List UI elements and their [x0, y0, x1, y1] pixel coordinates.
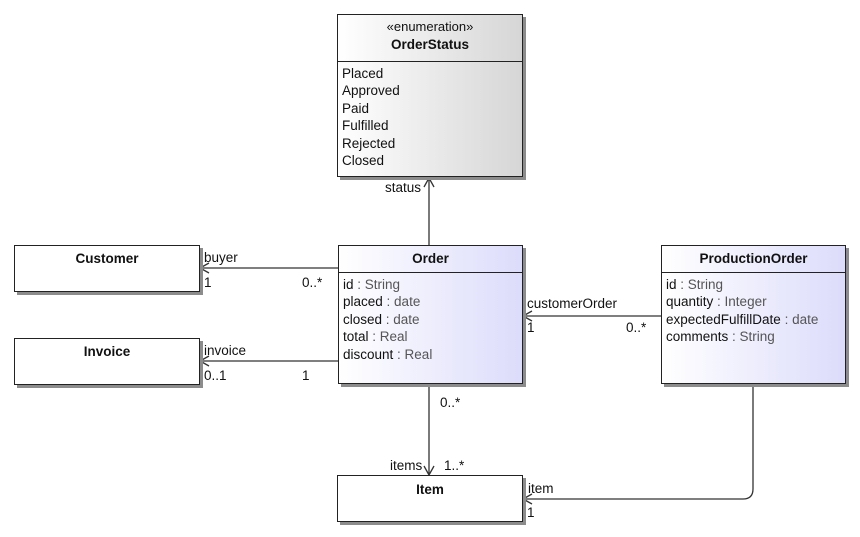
attribute-type: : String: [728, 329, 775, 345]
production-order-class-box[interactable]: ProductionOrder id : String quantity : I…: [661, 245, 846, 384]
item-name: Item: [416, 482, 444, 497]
attribute-name: discount: [343, 346, 394, 362]
order-attribute: discount : Real: [343, 346, 518, 363]
order-attribute: closed : date: [343, 311, 518, 328]
items-role-label: items: [390, 458, 423, 473]
attribute-type: : date: [382, 294, 421, 310]
invoice-source-multiplicity: 1: [302, 368, 310, 383]
attribute-name: id: [666, 277, 677, 292]
orderstatus-header: «enumeration» OrderStatus: [338, 15, 522, 61]
attribute-type: : Real: [393, 346, 433, 362]
item-association-line: [523, 384, 754, 500]
customer-class-box[interactable]: Customer: [14, 245, 200, 292]
attribute-name: comments: [666, 329, 729, 345]
production-order-attributes: id : String quantity : Integer expectedF…: [662, 272, 845, 349]
buyer-role-label: buyer: [204, 250, 238, 265]
attribute-name: total: [343, 329, 369, 345]
order-attribute: total : Real: [343, 328, 518, 345]
attribute-type: : date: [382, 311, 420, 327]
enum-stereotype: «enumeration»: [386, 19, 474, 34]
attribute-name: expectedFulfillDate: [666, 311, 781, 327]
item-arrowhead: [521, 493, 533, 505]
attribute-type: : date: [780, 311, 819, 327]
enum-literal: Fulfilled: [342, 118, 389, 134]
enum-literal: Rejected: [342, 135, 396, 151]
enum-literal: Closed: [342, 153, 385, 169]
production-order-attribute: id : String: [666, 276, 841, 293]
status-arrowhead: [423, 176, 435, 188]
items-target-multiplicity: 1..*: [444, 458, 465, 473]
buyer-target-multiplicity: 1: [204, 275, 212, 290]
attribute-type: : String: [353, 277, 401, 292]
attribute-type: : Integer: [713, 294, 767, 310]
production-order-attribute: comments : String: [666, 328, 841, 345]
status-role-label: status: [385, 180, 422, 195]
order-class-box[interactable]: Order id : String placed : date closed :…: [338, 245, 523, 384]
invoice-role-label: invoice: [204, 343, 247, 358]
orderstatus-name: OrderStatus: [390, 37, 470, 52]
order-attributes: id : String placed : date closed : date …: [339, 272, 522, 366]
item-target-multiplicity: 1: [527, 505, 535, 520]
attribute-name: closed: [343, 311, 383, 327]
item-class-box[interactable]: Item: [337, 475, 523, 522]
attribute-name: id: [343, 277, 354, 292]
invoice-target-multiplicity: 0..1: [204, 368, 227, 383]
invoice-class-box[interactable]: Invoice: [14, 338, 200, 385]
item-role-label: item: [528, 481, 554, 496]
orderstatus-enum-box[interactable]: «enumeration» OrderStatus Placed Approve…: [337, 14, 523, 177]
enum-literal: Placed: [342, 66, 384, 81]
buyer-arrowhead: [198, 262, 210, 274]
enum-literal: Approved: [342, 83, 400, 99]
customer-order-role-label: customerOrder: [527, 296, 618, 311]
attribute-name: placed: [343, 294, 383, 310]
invoice-arrowhead: [198, 355, 210, 367]
customer-order-arrowhead: [521, 310, 533, 322]
enum-literal: Paid: [342, 100, 370, 116]
customer-order-source-multiplicity: 0..*: [626, 320, 647, 335]
attribute-name: quantity: [666, 294, 714, 310]
orderstatus-literals: Placed Approved Paid Fulfilled Rejected …: [338, 61, 522, 172]
customer-name: Customer: [75, 251, 139, 266]
invoice-name: Invoice: [83, 344, 131, 359]
customer-order-target-multiplicity: 1: [527, 320, 535, 335]
order-attribute: placed : date: [343, 293, 518, 310]
production-order-name: ProductionOrder: [699, 251, 808, 266]
items-source-multiplicity: 0..*: [440, 395, 461, 410]
order-name: Order: [412, 251, 449, 266]
production-order-attribute: expectedFulfillDate : date: [666, 311, 841, 328]
production-order-attribute: quantity : Integer: [666, 293, 841, 310]
order-attribute: id : String: [343, 276, 518, 293]
buyer-source-multiplicity: 0..*: [302, 275, 323, 290]
attribute-type: : String: [676, 277, 724, 292]
attribute-type: : Real: [368, 329, 408, 345]
